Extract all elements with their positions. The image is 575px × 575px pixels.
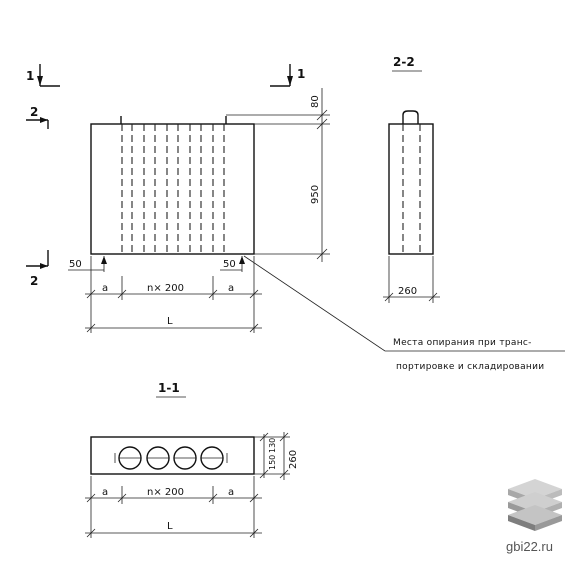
section-label: 2 [30, 274, 38, 288]
dim-n200: n× 200 [147, 283, 184, 294]
void-circles [114, 446, 228, 470]
dim-80: 80 [310, 95, 321, 108]
section-label: 1 [26, 69, 34, 83]
support-dims: 50 50 [68, 256, 245, 272]
dim-a-right: a [228, 283, 234, 294]
dim-130: 130 [268, 438, 277, 453]
dim-150: 150 [268, 455, 277, 470]
section-2-2: 2-2 260 [383, 55, 440, 303]
site-logo-icon [508, 479, 562, 531]
section-1-1: 1-1 150 130 260 [85, 381, 299, 538]
dim-L: L [167, 521, 173, 532]
note-line-1: Места опирания при транс- [393, 338, 532, 348]
note-line-2: портировке и складировании [396, 362, 544, 372]
view-title-1-1: 1-1 [158, 381, 180, 395]
height-dimensions: 80 950 [226, 88, 330, 262]
dim-260-width: 260 [398, 286, 417, 297]
section-mark-2-top: 2 [26, 105, 49, 129]
section-mark-1-left: 1 [26, 64, 60, 87]
dim-a-right: a [228, 487, 234, 498]
section-label: 1 [297, 67, 305, 81]
front-width-dimensions: a n× 200 a L [85, 256, 262, 333]
section-label: 2 [30, 105, 38, 119]
watermark-text: gbi22.ru [506, 539, 553, 554]
section-mark-1-right: 1 [270, 64, 305, 87]
note-leader: Места опирания при транс- портировке и с… [243, 255, 565, 372]
dim-50-right: 50 [223, 259, 236, 270]
front-view [90, 116, 255, 255]
dim-50-left: 50 [69, 259, 82, 270]
dim-a-left: a [102, 283, 108, 294]
dim-L: L [167, 316, 173, 327]
dim-n200: n× 200 [147, 487, 184, 498]
view-title-2-2: 2-2 [393, 55, 415, 69]
section-mark-2-bottom: 2 [26, 250, 49, 288]
dim-260-height: 260 [288, 450, 299, 469]
dim-950: 950 [310, 185, 321, 204]
dim-a-left: a [102, 487, 108, 498]
